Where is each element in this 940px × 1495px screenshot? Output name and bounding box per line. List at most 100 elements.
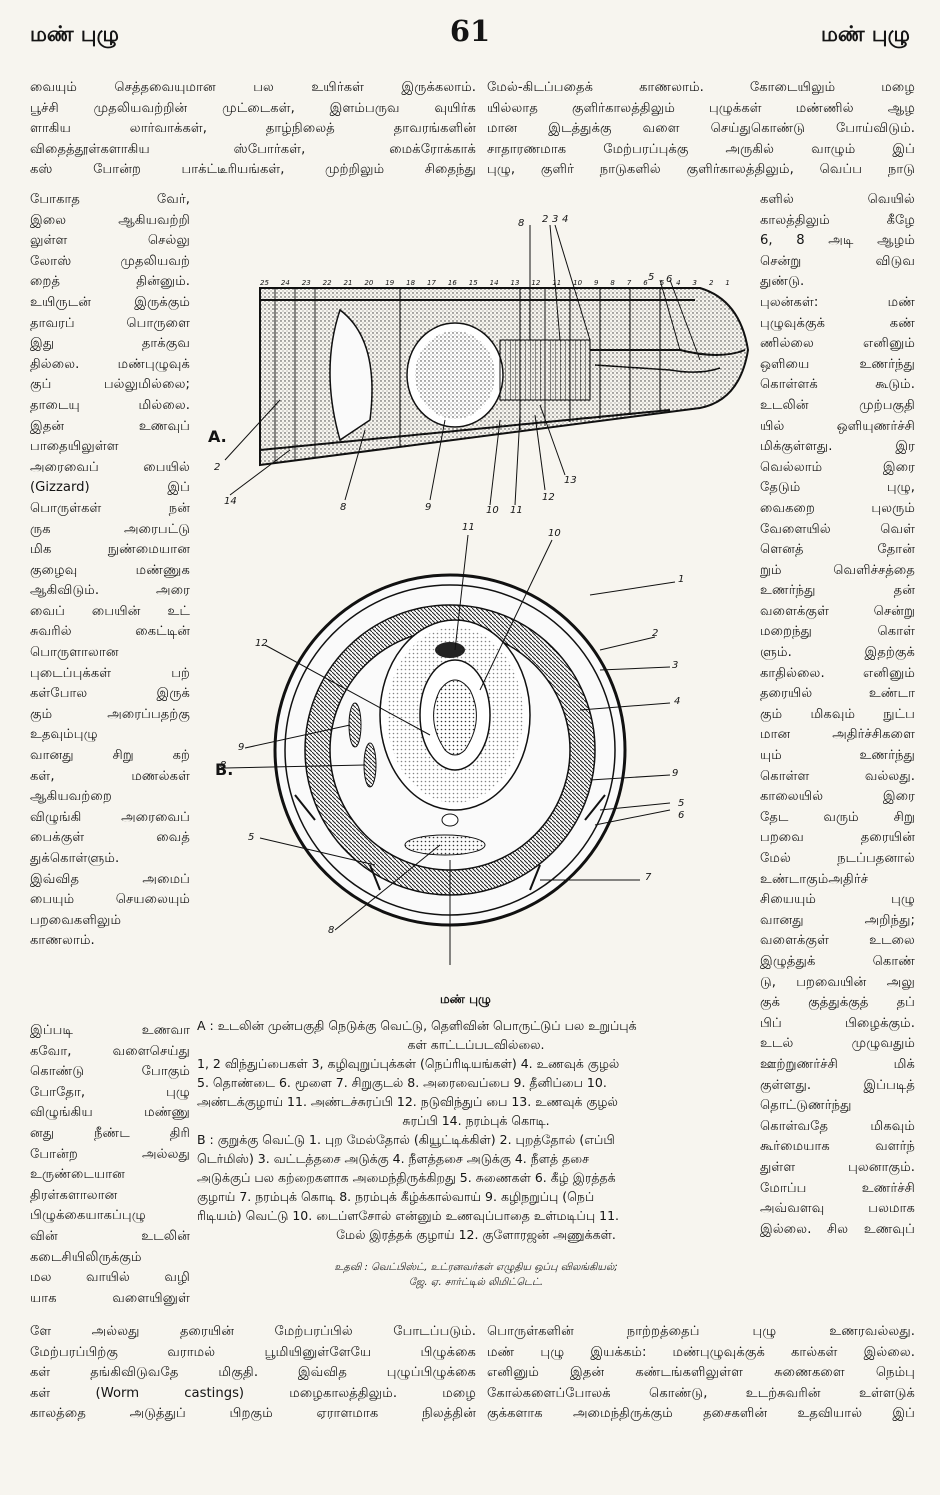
caption-line: சுரப்பி 14. நரம்புக் கொடி. (402, 1113, 550, 1128)
text-line: யில் ஒளியுணர்ச்சி (760, 418, 915, 434)
callout-label: 6 (666, 274, 673, 285)
text-line: தில்லை. மண்புழுவுக் (30, 356, 190, 372)
text-line: கடைசியிலிருக்கும் (30, 1249, 142, 1265)
text-line: ஊற்றுணர்ச்சி மிக் (760, 1056, 915, 1072)
earthworm-cross-section-illustration (224, 534, 676, 965)
callout-label: 9 (672, 768, 679, 779)
text-line: கொள்ள வல்லது. (760, 768, 915, 784)
text-line: தாவரப் பொருளை (30, 315, 190, 331)
text-line: ணில்லை எனினும் (760, 336, 915, 352)
text-line: பொருள்களின் நாற்றத்தைப் புழு உணரவல்லது. (487, 1324, 915, 1339)
text-line: வானது சிறு கற் (30, 748, 190, 764)
callout-label: 9 (238, 742, 245, 753)
figure-label-a: A. (208, 427, 227, 446)
text-line: வளைக்குள் சென்று (760, 603, 915, 619)
callout-label: 3 (672, 660, 679, 671)
text-line: பொருளாலான (30, 645, 119, 661)
caption-line: A : உடலின் முன்பகுதி நெடுக்கு வெட்டு, தெ… (197, 1018, 637, 1033)
callout-label: 2 (214, 462, 221, 473)
left-lower-text: இப்படி உணவாகவோ, வளைசெய்துகொண்டு போகும்போ… (30, 1021, 190, 1309)
callout-label: 5 (648, 272, 655, 283)
segment-number: 4 (676, 279, 681, 287)
callout-label: 8 (220, 760, 227, 771)
text-line: ருக அரைபட்டு (30, 521, 190, 537)
text-line: காலத்தை அடுத்துப் பிறகும் ஏராளமாக நிலத்த… (30, 1406, 476, 1422)
text-line: யில்லாத குளிர்காலத்திலும் புழுக்கள் மண்ண… (487, 100, 915, 116)
text-line: எனினும் இதன் கண்டங்களிலுள்ள சுணைகளை நெம்… (487, 1365, 915, 1381)
text-line: சென்று விடுவ (760, 253, 915, 269)
text-line: கோல்களைப்போலக் கொண்டு, உடற்சுவரின் உள்ளட… (487, 1385, 915, 1401)
text-line: உயிருடன் இருக்கும் (30, 294, 190, 310)
text-line: தேடும் புழு, (760, 480, 915, 496)
segment-number: 9 (594, 279, 599, 287)
credit-line: ஜே. ஏ. சார்ட்டில் லிமிட்டெட். (408, 1277, 544, 1288)
callout-label: 9 (425, 502, 432, 513)
text-line: மான இடத்துக்கு வளை செய்துகொண்டு போய்விடு… (487, 121, 915, 137)
text-line: ளும். இதற்குக் (760, 645, 915, 661)
caption-line: டெர்மிஸ்) 3. வட்டத்தசை அடுக்கு 4. நீளத்த… (197, 1151, 590, 1166)
segment-number: 11 (552, 279, 562, 287)
callout-label: 8 (518, 218, 525, 229)
text-line: தாடையு மில்லை. (30, 397, 190, 413)
figure-credit: உதவி : வெட்பிஸ்ட், உட்ரனவர்கள் எழுதிய ஒப… (197, 1260, 755, 1290)
caption-line: அண்டக்குழாய் 11. அண்டச்சுரப்பி 12. நடுவி… (197, 1094, 618, 1109)
figure-caption: A : உடலின் முன்பகுதி நெடுக்கு வெட்டு, தெ… (197, 1016, 755, 1244)
caption-line: கள் காட்டப்படவில்லை. (407, 1037, 545, 1052)
text-line: பறவை தரையின் (760, 830, 915, 846)
segment-number: 19 (385, 279, 395, 287)
callout-label: 8 (328, 925, 335, 936)
text-line: கஸ் போன்ற பாக்ட்டீரியங்கள், முற்றிலும் ச… (30, 162, 476, 178)
text-line: இது தாக்குவ (30, 336, 190, 352)
text-line: புலன்கள்: மண் (760, 294, 915, 310)
callout-label: 12 (542, 492, 555, 503)
text-line: னது நீண்ட திரி (30, 1125, 190, 1141)
text-line: கள் தங்கிவிடுவதே மிகுதி. இவ்வித புழுப்பி… (30, 1365, 476, 1381)
text-line: கும் அரைப்பதற்கு (30, 706, 190, 722)
callout-label: 11 (510, 505, 523, 516)
caption-line: B : குறுக்கு வெட்டு 1. புற மேல்தோல் (கிய… (197, 1132, 615, 1147)
segment-number: 5 (659, 279, 665, 287)
text-line: மிக்குள்ளது. இர (760, 439, 915, 455)
text-line: திரள்களாலான (30, 1187, 118, 1203)
text-line: சுவரில் கைட்டின் (30, 624, 190, 640)
text-line: இல்லை. சில உணவுப் (760, 1221, 915, 1237)
text-line: போகாத வேர், (30, 192, 190, 207)
text-line: இழுத்துக் கொண் (760, 953, 915, 969)
worm-body-outline (259, 287, 750, 467)
text-line: வளைக்குள் உடலை (760, 933, 915, 949)
text-line: மேல் நடப்பதனால் (760, 851, 915, 866)
callout-label: 10 (486, 505, 499, 516)
text-line: வையும் செத்தவையுமான பல உயிர்கள் இருக்கலா… (30, 80, 476, 95)
text-line: தொட்டுணர்ந்து (760, 1098, 852, 1114)
text-line: தரையில் உண்டா (760, 686, 915, 702)
text-line: போதோ, புழு (30, 1084, 190, 1100)
cross-section-shape (273, 573, 627, 927)
text-line: துக்கொள்ளும். (30, 851, 120, 866)
text-line: றும் வெளிச்சத்தை (760, 562, 915, 578)
text-line: குக்களாக அமைந்திருக்கும் தசைகளின் உதவியா… (487, 1406, 915, 1422)
segment-number: 13 (510, 279, 520, 287)
earthworm-longitudinal-illustration (224, 224, 750, 506)
text-line: விதைத்தூள்களாகிய ஸ்போர்கள், மைக்ரோக்காக் (30, 141, 476, 157)
callout-label: 5 (678, 798, 685, 809)
text-line: ஆகியவற்றை (30, 789, 112, 805)
credit-line: உதவி : வெட்பிஸ்ட், உட்ரனவர்கள் எழுதிய ஒப… (334, 1262, 618, 1273)
text-line: வின் உடலின் (30, 1228, 190, 1244)
text-line: ஆகிவிடும். அரை (30, 583, 190, 599)
text-line: உருண்டையான (30, 1167, 125, 1183)
text-line: மறைந்து கொள் (760, 624, 915, 640)
text-line: விழுங்கி அரைவைப் (30, 809, 190, 825)
text-line: மிக நுண்மையான (30, 542, 190, 558)
callout-label: 3 (552, 214, 559, 225)
text-line: அரைவைப் பையில் (30, 459, 190, 475)
figure-label-b: B. (215, 760, 234, 779)
bottom-right-paragraph: பொருள்களின் நாற்றத்தைப் புழு உணரவல்லது.ம… (487, 1322, 915, 1425)
segment-number: 14 (489, 279, 499, 287)
callout-lines (224, 224, 701, 506)
text-line: ளே அல்லது தரையின் மேற்பரப்பில் போடப்படும… (30, 1324, 476, 1339)
segment-number: 17 (427, 279, 436, 287)
text-line: காதில்லை. எனினும் (760, 665, 915, 681)
header-left-title: மண் புழு (30, 22, 119, 46)
text-line: வானது அறிந்து; (760, 912, 915, 928)
